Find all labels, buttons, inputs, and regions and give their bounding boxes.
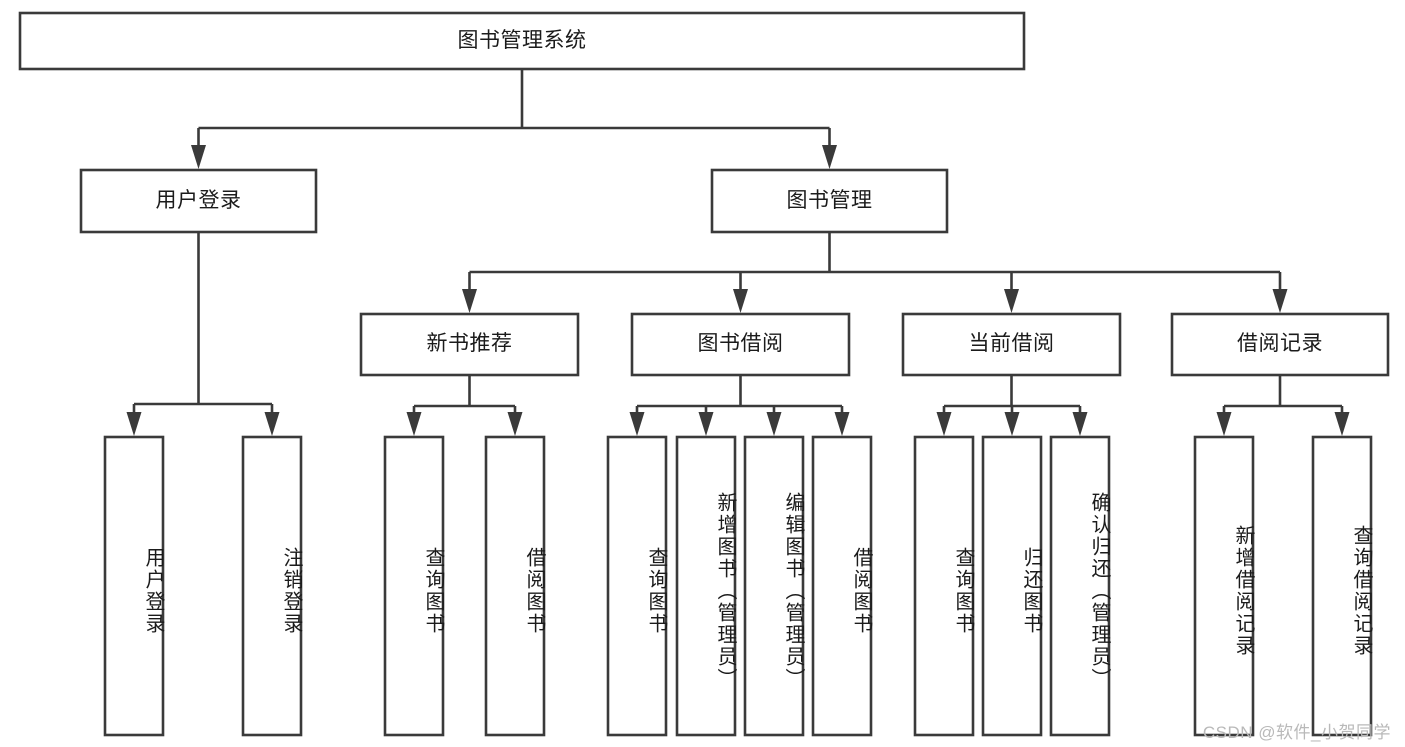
node-box-l4_4 <box>606 435 668 737</box>
node-box-l4_7 <box>811 435 873 737</box>
node-box-l3_0 <box>359 312 580 377</box>
node-box-l3_1 <box>630 312 851 377</box>
node-box-l2_1 <box>710 168 949 234</box>
node-box-l4_11 <box>1193 435 1255 737</box>
node-box-l4_3 <box>484 435 546 737</box>
node-box-root <box>18 11 1026 71</box>
node-box-l4_9 <box>981 435 1043 737</box>
node-box-l4_10 <box>1049 435 1111 737</box>
node-boxes-layer <box>18 11 1390 737</box>
node-box-l4_12 <box>1311 435 1373 737</box>
node-box-l4_6 <box>743 435 805 737</box>
node-box-l3_2 <box>901 312 1122 377</box>
node-box-l2_0 <box>79 168 318 234</box>
node-box-l4_5 <box>675 435 737 737</box>
node-box-l4_1 <box>241 435 303 737</box>
connectors-layer <box>126 69 1350 436</box>
node-box-l4_2 <box>383 435 445 737</box>
node-box-l3_3 <box>1170 312 1390 377</box>
watermark: CSDN @软件_小贺同学 <box>1202 723 1391 742</box>
node-box-l4_8 <box>913 435 975 737</box>
node-box-l4_0 <box>103 435 165 737</box>
